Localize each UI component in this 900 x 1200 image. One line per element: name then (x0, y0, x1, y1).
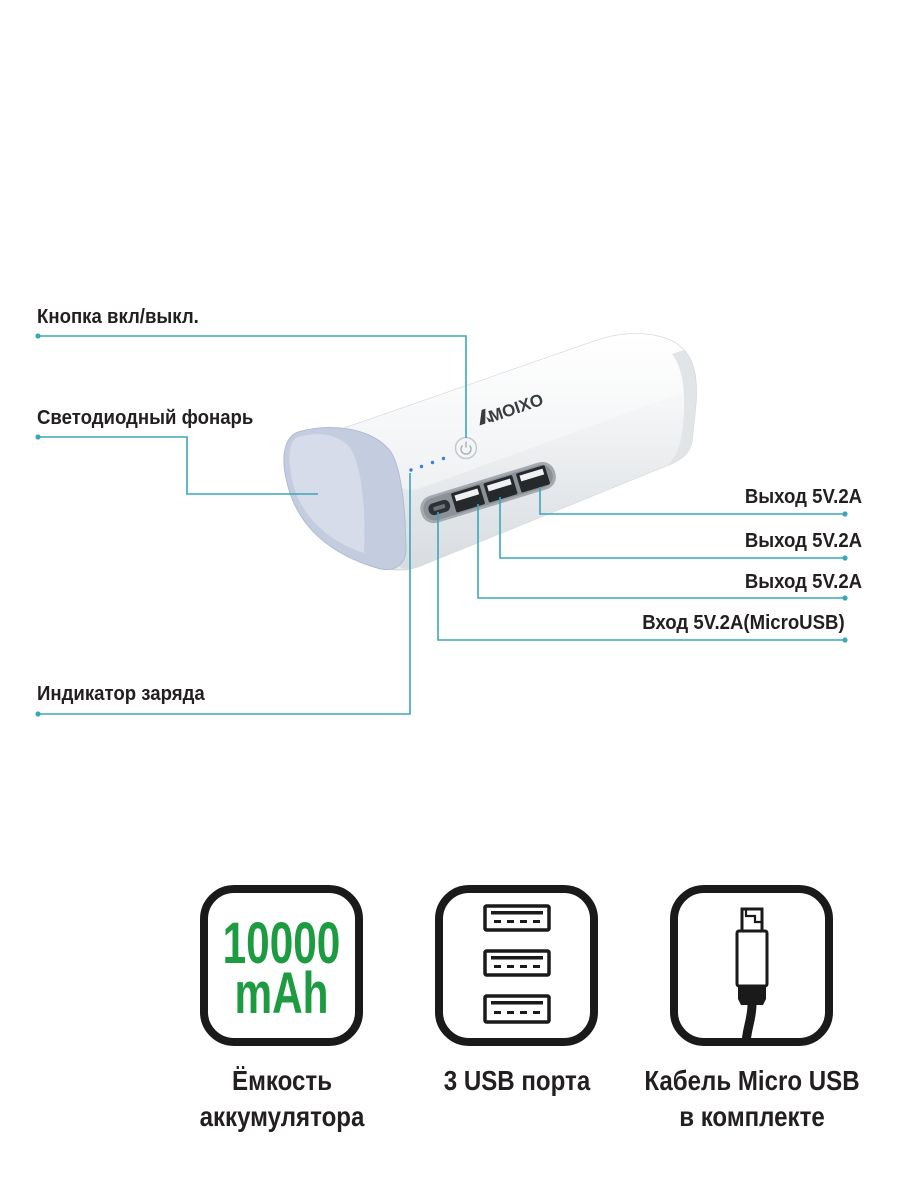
output-1-callout-line (539, 487, 845, 515)
capacity-caption: Ёмкость аккумулятора (152, 1063, 412, 1135)
micro-usb-connector-body (735, 929, 769, 988)
charge-indicator-leds (409, 456, 446, 472)
power-bank: MOIXO (283, 333, 697, 571)
usb-port-icon-tongue (491, 911, 543, 915)
output-1-label: Выход 5V.2A (744, 486, 862, 508)
usb-ports-caption-line-1: 3 USB порта (443, 1065, 591, 1096)
usb-port-icon-pin (507, 965, 514, 968)
output-2-label: Выход 5V.2A (744, 530, 862, 552)
micro-usb-cable-wire (741, 1003, 757, 1046)
micro-usb-plug-notch (744, 909, 762, 924)
power-button-label: Кнопка вкл/выкл. (37, 306, 199, 328)
usb-ports-icon-frame (435, 885, 598, 1046)
charge-indicator-callout-dot (35, 711, 41, 717)
capacity-caption-line-1: Ёмкость (231, 1065, 333, 1096)
usb-port-icon-outline (483, 904, 551, 932)
usb-port-icon-pin (520, 920, 527, 923)
usb-port-icon-pin (494, 965, 501, 968)
capacity-value: 10000 (222, 911, 341, 976)
usb-port-icon-outline (483, 994, 551, 1024)
usb-port-icon-pin (533, 920, 540, 923)
input-callout-dot (842, 637, 848, 643)
charge-led-2 (419, 464, 424, 469)
usb-port-icon-2 (483, 949, 551, 977)
capacity-caption-line-2: аккумулятора (199, 1101, 365, 1132)
input-callout-line (437, 512, 845, 641)
output-1-callout-dot (842, 511, 848, 517)
power-bank-top-face (322, 333, 693, 490)
flashlight-lens-face (289, 434, 365, 553)
brand-logo-mark (479, 408, 493, 426)
output-2-callout-line (499, 497, 845, 559)
port-panel (420, 461, 556, 524)
usb-port-icon-pin (520, 1011, 527, 1014)
usb-port-icon-pin (507, 920, 514, 923)
flashlight-callout-line (38, 436, 318, 495)
usb-port-tongue (454, 488, 480, 502)
output-2-callout-dot (842, 555, 848, 561)
usb-port-icon-pin (520, 965, 527, 968)
output-3-callout-line (477, 504, 845, 599)
micro-usb-strain-relief (738, 987, 766, 1005)
usb-port-icon-pin (494, 920, 501, 923)
cable-caption: Кабель Micro USB в комплекте (622, 1063, 882, 1135)
usb-ports-icon (435, 885, 598, 1046)
feature-icons (200, 885, 833, 1046)
usb-output-port-right (516, 465, 550, 493)
callout-lines (35, 333, 848, 717)
usb-port-icon-1 (483, 904, 551, 932)
power-bank-right-end (668, 350, 697, 465)
cable-caption-line-2: в комплекте (679, 1101, 825, 1132)
output-3-label: Выход 5V.2A (744, 571, 862, 593)
usb-port-icon-tongue (491, 956, 543, 960)
micro-usb-cable-icon (670, 885, 833, 1046)
usb-port-icon-3 (483, 994, 551, 1024)
usb-output-port-middle (483, 475, 518, 503)
usb-port-icon-pin (533, 965, 540, 968)
battery-capacity-badge (200, 885, 363, 1046)
capacity-unit: mAh (234, 961, 329, 1026)
micro-usb-port-tongue (433, 504, 446, 511)
power-symbol-icon (460, 445, 472, 455)
capacity-badge-text: 10000 mAh (200, 911, 363, 1026)
led-flashlight-label: Светодиодный фонарь (37, 407, 254, 429)
led-flashlight-cap (283, 427, 407, 571)
charge-indicator-callout-line (38, 473, 411, 715)
capacity-badge-frame (200, 885, 363, 1046)
micro-usb-input-port (428, 499, 451, 516)
usb-port-tongue (519, 468, 545, 482)
charge-indicator-label: Индикатор заряда (37, 683, 205, 705)
usb-port-icon-pin (494, 1011, 501, 1014)
flashlight-callout-dot (35, 434, 41, 440)
output-3-callout-dot (842, 595, 848, 601)
usb-port-icon-pin (507, 1011, 514, 1014)
usb-port-icon-outline (483, 949, 551, 977)
usb-output-port-left (451, 485, 485, 513)
input-label: Вход 5V.2A(MicroUSB) (642, 612, 845, 634)
usb-ports-caption: 3 USB порта (387, 1063, 647, 1099)
charge-led-3 (430, 460, 435, 465)
power-button-callout-line (38, 335, 467, 438)
power-button (454, 436, 478, 460)
usb-port-icon-pin (533, 1011, 540, 1014)
charge-led-1 (409, 468, 413, 472)
power-button-ring (454, 436, 478, 460)
usb-port-tongue (486, 478, 512, 492)
usb-port-icon-tongue (491, 1001, 543, 1005)
power-button-callout-dot (35, 333, 41, 339)
charge-led-4 (441, 456, 446, 461)
cable-caption-line-1: Кабель Micro USB (644, 1065, 860, 1096)
